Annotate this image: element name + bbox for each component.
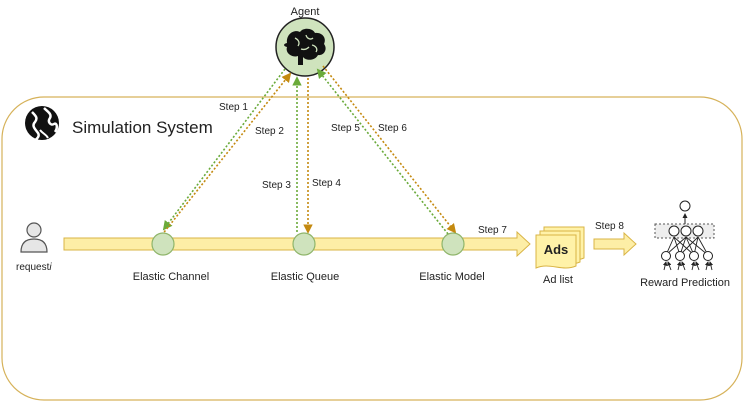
step5-label: Step 5: [331, 123, 360, 134]
elastic-model-label: Elastic Model: [419, 271, 484, 283]
user-icon: [20, 222, 48, 253]
step8-label: Step 8: [595, 221, 624, 232]
step1-arrow: [162, 68, 286, 231]
step6-arrow: [322, 65, 457, 234]
elastic-queue-label: Elastic Queue: [271, 271, 339, 283]
step3-label: Step 3: [262, 180, 291, 191]
globe-icon: [25, 106, 59, 142]
step2-arrow: [160, 72, 292, 237]
reward-prediction-label: Reward Prediction: [640, 277, 730, 289]
step4-label: Step 4: [312, 178, 341, 189]
brain-icon: [284, 28, 326, 65]
step5-arrow: [316, 68, 449, 235]
ad-list-stack: [535, 226, 585, 269]
step8-arrow: [593, 231, 637, 257]
step7-label: Step 7: [478, 225, 507, 236]
ad-list-label: Ad list: [543, 274, 573, 286]
system-title: Simulation System: [72, 118, 213, 137]
ads-card-text: Ads: [544, 242, 569, 257]
simulation-system-boundary: [1, 96, 743, 401]
step1-label: Step 1: [219, 102, 248, 113]
elastic-queue-node: [292, 232, 316, 256]
request-label: requesti: [16, 262, 52, 273]
elastic-channel-node: [151, 232, 175, 256]
ads-card: [535, 234, 577, 269]
step2-label: Step 2: [255, 126, 284, 137]
agent-label: Agent: [291, 6, 320, 18]
neural-network-icon: [654, 200, 715, 271]
elastic-model-node: [441, 232, 465, 256]
step6-label: Step 6: [378, 123, 407, 134]
elastic-channel-label: Elastic Channel: [133, 271, 209, 283]
